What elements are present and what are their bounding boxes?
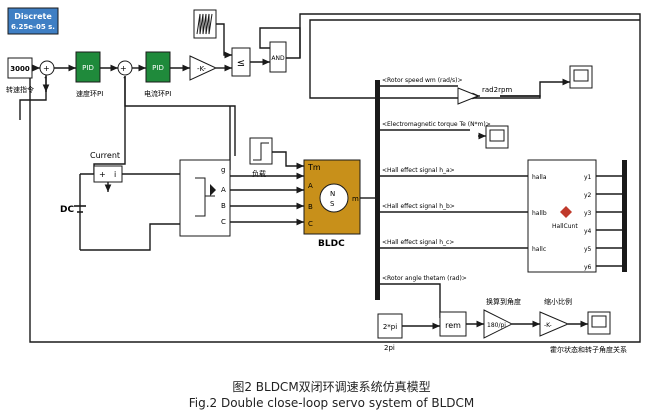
rad-to-deg-gain[interactable]: 180/pi: [483, 309, 514, 339]
discrete-label: Discrete: [14, 12, 52, 21]
speed-pi-label: 速度环PI: [76, 89, 103, 98]
svg-text:-: -: [123, 73, 126, 82]
svg-text:+: +: [120, 64, 127, 73]
sum-current-error[interactable]: + -: [117, 60, 133, 82]
speed-pi-controller[interactable]: PID: [75, 51, 101, 83]
rad2rpm-gain[interactable]: [457, 87, 480, 105]
scale-down-gain[interactable]: -K-: [539, 311, 570, 337]
hall-out-y1: y1: [584, 174, 592, 181]
hall-out-y5: y5: [584, 246, 592, 253]
current-measurement-block[interactable]: + i: [93, 165, 123, 183]
angle-scope-label: 霍尔状态和转子角度关系: [550, 345, 627, 354]
motor-port-c: C: [308, 220, 313, 228]
speed-reference-constant[interactable]: 3000: [7, 57, 33, 79]
signal-hall-b: <Hall effect signal h_b>: [382, 203, 455, 210]
rem-name: rem: [445, 321, 461, 330]
current-meas-label: Current: [90, 151, 120, 160]
svg-text:i: i: [114, 170, 116, 179]
bridge-port-b: B: [221, 202, 226, 210]
rad-to-deg-value: 180/pi: [487, 322, 506, 329]
motor-name: BLDC: [318, 239, 345, 249]
hall-mux-bar[interactable]: [622, 160, 627, 272]
motor-port-b: B: [308, 203, 313, 211]
bridge-gate: g: [221, 166, 225, 174]
load-step-block[interactable]: [249, 137, 273, 165]
motor-in-port: Tm: [307, 163, 321, 172]
relational-op: ≤: [237, 58, 245, 69]
figure-caption-en: Fig.2 Double close-loop servo system of …: [188, 396, 475, 410]
dc-voltage-source[interactable]: [74, 205, 86, 213]
speed-pi-name: PID: [82, 64, 94, 72]
discrete-sample-time: 6.25e-05 s.: [11, 23, 55, 31]
current-pi-label: 电流环PI: [144, 89, 171, 98]
simulink-model-canvas: Discrete 6.25e-05 s. 3000 转速指令 + - PID 速…: [6, 7, 641, 354]
signal-hall-c: <Hall effect signal h_c>: [382, 239, 454, 246]
current-pi-name: PID: [152, 64, 164, 72]
bus-selector-bar[interactable]: [375, 80, 380, 300]
speed-scope[interactable]: [569, 65, 593, 89]
hall-name: HallCunt: [552, 223, 578, 230]
sawtooth-carrier-block[interactable]: [193, 9, 217, 39]
bldc-motor-block[interactable]: Tm A B C N S m: [303, 159, 361, 235]
load-label: 负载: [252, 169, 266, 178]
svg-text:-: -: [44, 73, 47, 82]
signal-rotor-speed: <Rotor speed wm (rad/s)>: [382, 77, 463, 84]
motor-pole-n: N: [330, 190, 335, 198]
motor-pole-s: S: [330, 200, 335, 208]
hall-out-y2: y2: [584, 192, 592, 199]
motor-port-a: A: [308, 182, 313, 190]
rad2rpm-label: rad2rpm: [482, 86, 512, 94]
signal-torque: <Electromagnetic torque Te (N*m)>: [382, 121, 491, 128]
two-pi-value: 2*pi: [383, 323, 397, 331]
bridge-port-a: A: [221, 186, 226, 194]
signal-hall-a: <Hall effect signal h_a>: [382, 167, 455, 174]
dc-source-label: DC: [60, 205, 74, 215]
gain-block[interactable]: -K-: [189, 55, 218, 81]
angle-scope[interactable]: [587, 311, 611, 335]
current-pi-controller[interactable]: PID: [145, 51, 171, 83]
motor-out-port: m: [352, 195, 359, 203]
speed-ref-label: 转速指令: [6, 85, 34, 94]
torque-scope[interactable]: [485, 125, 509, 149]
logic-and-block[interactable]: AND: [269, 41, 287, 73]
hall-in-b: hallb: [532, 210, 547, 217]
hall-out-y3: y3: [584, 210, 592, 217]
svg-text:+: +: [99, 170, 106, 179]
hall-out-y4: y4: [584, 228, 592, 235]
rad-to-deg-label: 换算到角度: [486, 297, 521, 306]
hall-count-subsystem[interactable]: halla hallb hallc HallCunt y1 y2 y3 y4 y…: [527, 159, 597, 273]
sum-speed-error[interactable]: + -: [39, 60, 55, 82]
svg-text:+: +: [43, 64, 50, 73]
logic-op: AND: [271, 55, 285, 62]
scale-gain-label: 缩小比例: [544, 297, 572, 306]
hall-in-c: hallc: [532, 246, 546, 253]
speed-ref-value: 3000: [10, 65, 30, 73]
discrete-powergui-block[interactable]: Discrete 6.25e-05 s.: [7, 7, 59, 35]
scale-gain-value: -K-: [544, 322, 552, 329]
universal-bridge-inverter[interactable]: g A B C: [179, 159, 231, 237]
hall-in-a: halla: [532, 174, 547, 181]
signal-rotor-angle: <Rotor angle thetam (rad)>: [382, 275, 467, 282]
rem-function-block[interactable]: rem: [439, 311, 467, 337]
two-pi-label: 2pi: [384, 344, 395, 352]
two-pi-constant[interactable]: 2*pi: [377, 313, 403, 339]
figure-caption-cn: 图2 BLDCM双闭环调速系统仿真模型: [232, 380, 431, 394]
bridge-port-c: C: [221, 218, 226, 226]
hall-out-y6: y6: [584, 264, 592, 271]
relational-operator[interactable]: ≤: [231, 47, 251, 77]
svg-text:-K-: -K-: [197, 65, 206, 73]
